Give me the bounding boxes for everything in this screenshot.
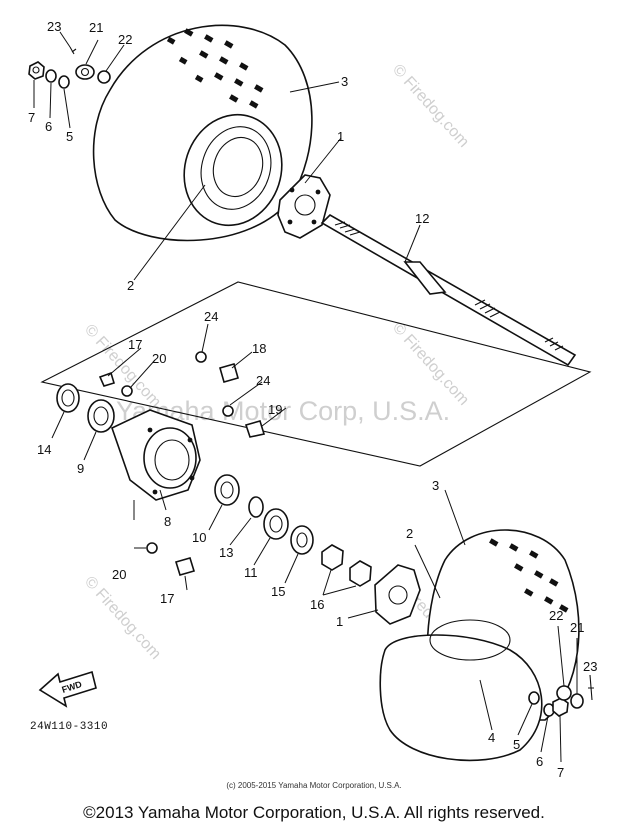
bearing-chain [214, 474, 372, 587]
fwd-arrow-icon: FWD [38, 670, 97, 708]
housing-fasteners [98, 351, 266, 576]
part-label-13: 13 [219, 545, 233, 560]
part-label-3: 3 [432, 478, 439, 493]
part-label-15: 15 [271, 584, 285, 599]
part-label-2: 2 [127, 278, 134, 293]
diagram-code: 24W110-3310 [30, 721, 108, 733]
part-label-23: 23 [583, 659, 597, 674]
assembly-frame [40, 281, 592, 467]
lower-wheel-assembly [379, 529, 580, 762]
part-label-6: 6 [536, 754, 543, 769]
part-label-20: 20 [112, 567, 126, 582]
copyright-small: (c) 2005-2015 Yamaha Motor Corporation, … [226, 781, 401, 790]
part-label-7: 7 [28, 110, 35, 125]
upper-wheel-assembly [92, 24, 313, 242]
part-labels: 1 1 2 2 3 3 4 5 5 6 6 7 7 8 9 10 11 12 1… [28, 19, 597, 780]
part-label-14: 14 [37, 442, 51, 457]
part-label-22: 22 [118, 32, 132, 47]
bearing [87, 399, 115, 433]
part-label-1: 1 [336, 614, 343, 629]
bearing-housing [111, 409, 201, 501]
rear-axle [320, 214, 577, 367]
part-label-4: 4 [488, 730, 495, 745]
watermark-firedog: © Firedog.com [81, 573, 164, 663]
part-label-23: 23 [47, 19, 61, 34]
part-label-24: 24 [256, 373, 270, 388]
tire-tread [166, 28, 264, 109]
part-label-5: 5 [66, 129, 73, 144]
part-label-9: 9 [77, 461, 84, 476]
part-label-17: 17 [160, 591, 174, 606]
part-label-3: 3 [341, 74, 348, 89]
part-label-10: 10 [192, 530, 206, 545]
lower-hub [374, 564, 421, 625]
part-label-18: 18 [252, 341, 266, 356]
lower-tire-tread [489, 538, 569, 613]
part-label-11: 11 [244, 565, 258, 580]
part-label-16: 16 [310, 597, 324, 612]
upper-fastener-stack [28, 46, 111, 89]
part-label-8: 8 [164, 514, 171, 529]
oil-seal [56, 383, 80, 413]
watermark-firedog: © Firedog.com [389, 61, 472, 151]
part-label-6: 6 [45, 119, 52, 134]
part-label-5: 5 [513, 737, 520, 752]
part-label-17: 17 [128, 337, 142, 352]
lower-fastener-stack [528, 674, 594, 717]
copyright-main: ©2013 Yamaha Motor Corporation, U.S.A. A… [83, 803, 545, 822]
part-label-20: 20 [152, 351, 166, 366]
part-label-2: 2 [406, 526, 413, 541]
part-label-22: 22 [549, 608, 563, 623]
part-label-12: 12 [415, 211, 429, 226]
part-label-19: 19 [268, 402, 282, 417]
part-label-21: 21 [570, 620, 584, 635]
part-label-7: 7 [557, 765, 564, 780]
part-label-21: 21 [89, 20, 103, 35]
leader-lines [33, 31, 578, 763]
part-label-1: 1 [337, 129, 344, 144]
part-label-24: 24 [204, 309, 218, 324]
